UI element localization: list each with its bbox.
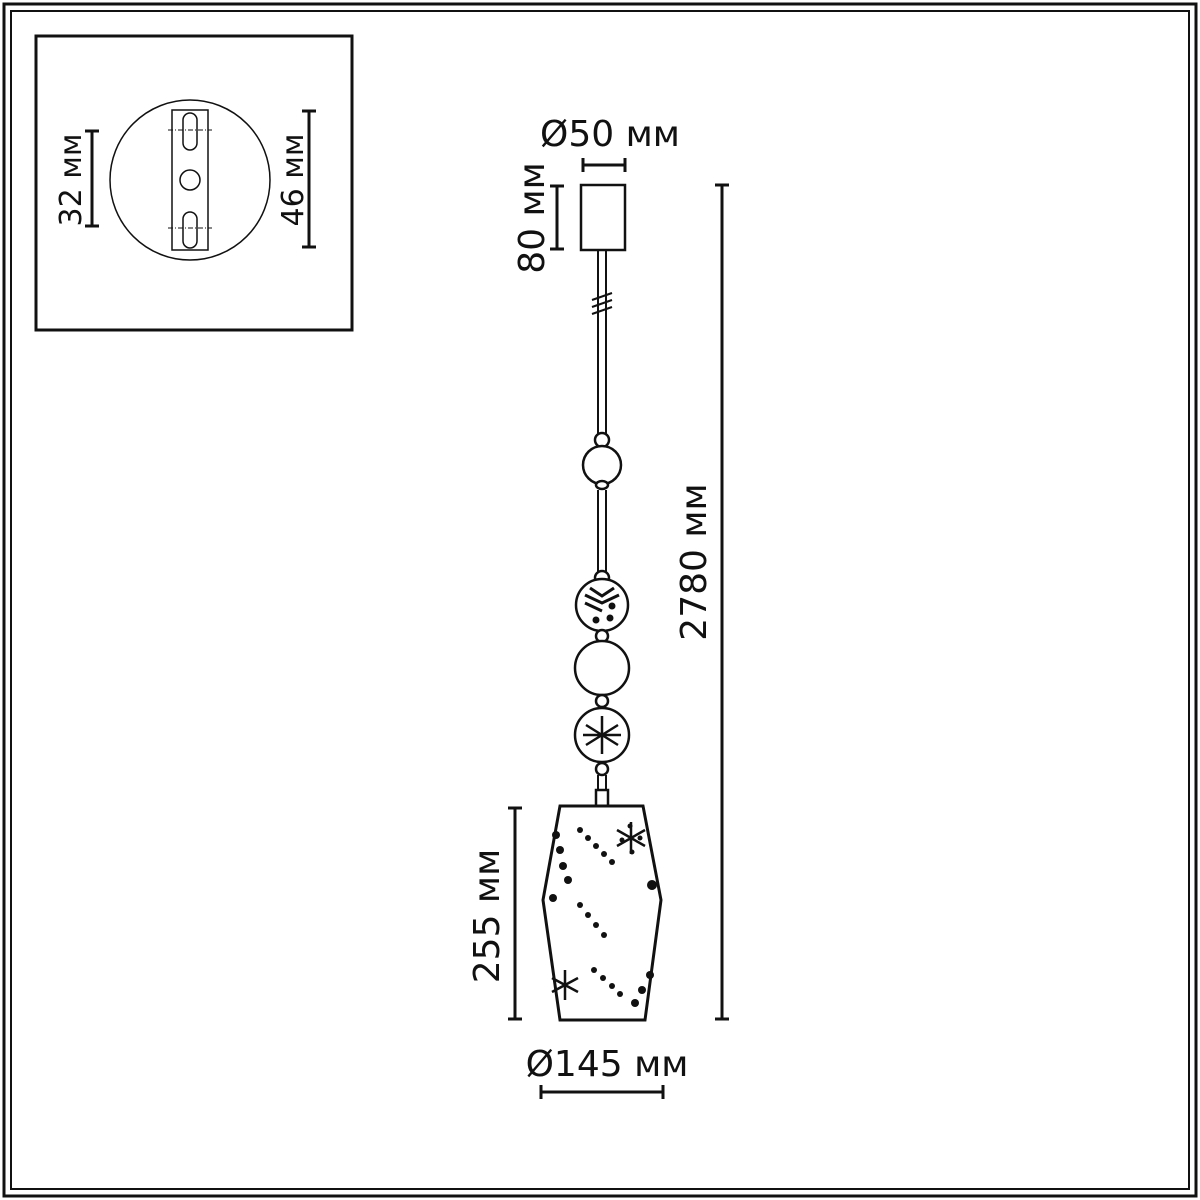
patterned-bead-fern — [574, 577, 630, 633]
shade-height-label: 255 мм — [467, 849, 508, 983]
shade-height-dim-line — [508, 806, 522, 1021]
inner-frame — [10, 10, 1190, 1190]
total-height-dim-line — [715, 183, 729, 1021]
canopy-diameter-label: Ø50 мм — [540, 114, 680, 155]
shade-diameter-label: Ø145 мм — [526, 1044, 689, 1085]
plain-bead-1 — [581, 444, 623, 486]
mounting-plate — [171, 109, 209, 251]
canopy-height-dim-line — [550, 184, 564, 251]
total-height-label: 2780 мм — [674, 483, 715, 640]
shade-diameter-dim-line — [539, 1085, 665, 1099]
dim-32-line — [85, 129, 99, 228]
canopy-height-label: 80 мм — [512, 162, 553, 274]
canopy-base-circle — [109, 99, 271, 261]
pendant-lamp — [541, 183, 663, 1022]
slot-bottom — [182, 211, 198, 249]
plain-bead-2 — [573, 639, 631, 697]
center-hole — [179, 169, 201, 191]
mounting-plate-inset: 32 мм 46 мм — [34, 34, 354, 332]
canopy — [579, 183, 627, 252]
dim-46-line — [302, 109, 316, 249]
cable-break-mark — [591, 292, 613, 315]
shade-pattern — [549, 823, 657, 1007]
dim-46-label: 46 мм — [276, 134, 311, 227]
canopy-diameter-dim-line — [581, 158, 627, 172]
slot-top — [182, 112, 198, 151]
glass-shade — [541, 804, 663, 1022]
dim-32-label: 32 мм — [54, 134, 89, 227]
